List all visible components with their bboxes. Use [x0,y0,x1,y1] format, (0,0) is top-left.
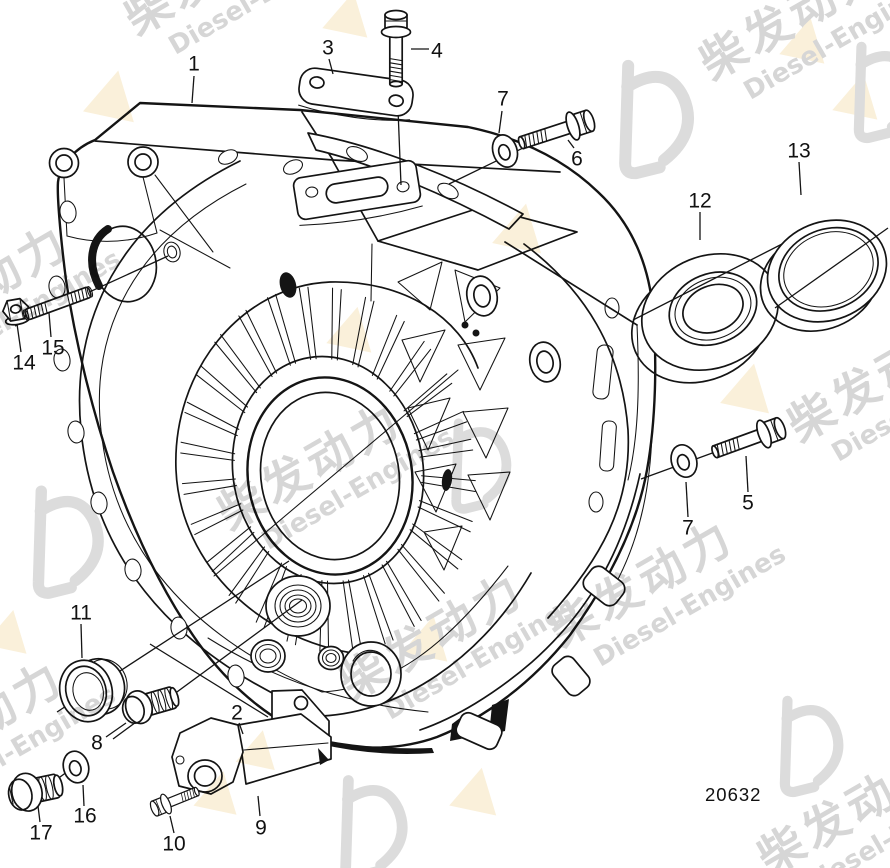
callout-9-label: 9 [255,817,267,840]
screw-plug-17 [7,772,64,812]
svg-text:柴发动力: 柴发动力 [778,304,890,453]
callout-17-label: 17 [29,822,52,845]
callout-16-label: 16 [73,805,96,828]
callout-2-label: 2 [231,702,243,725]
flange-bolt-4 [380,9,412,88]
washer-7-lower [670,443,698,479]
cover-plate [298,67,414,121]
callout-6-leader [567,139,575,149]
callout-4-label: 4 [431,40,443,63]
flange-bolt-10 [149,786,200,817]
svg-text:Diesel-Engines: Diesel-Engines [739,0,890,106]
svg-text:Diesel-Engines: Diesel-Engines [589,539,791,673]
flange-bolt-5 [711,416,787,459]
washer-7-upper [491,134,519,168]
stud-15 [22,286,94,321]
svg-text:Diesel-Engines: Diesel-Engines [797,767,890,868]
callout-14-label: 14 [12,352,36,375]
callout-3-leader [328,58,334,75]
callout-6-label: 6 [571,148,583,171]
callout-9-leader [257,795,261,817]
cup-plug-11 [58,657,128,723]
callout-15-label: 15 [41,337,64,360]
callout-7-leader [685,481,689,518]
callout-1-label: 1 [188,53,200,76]
callout-13-leader [798,161,802,196]
svg-text:柴发动力: 柴发动力 [0,650,74,799]
callout-1-leader [191,75,195,104]
watermark-triangle [322,0,368,38]
flange-bolt-6 [517,109,596,150]
callout-5-label: 5 [742,492,754,515]
bracket-9 [171,689,332,795]
svg-text:柴发动力: 柴发动力 [748,737,890,868]
watermark-triangle [832,73,878,120]
callout-7-label: 7 [682,517,694,540]
watermark-triangle [0,610,27,654]
watermark-logo-icon [340,775,408,868]
watermark-logo-icon [853,41,890,144]
callout-7-label: 7 [497,88,509,111]
watermark-triangle [449,767,497,816]
callout-14-leader [16,323,22,353]
ring-12-section-line [632,241,787,321]
callout-7-leader [498,110,503,134]
washer-16 [62,750,90,784]
callout-16-leader [82,784,85,807]
watermark-logo-icon [619,59,694,180]
rear-webbing [397,261,511,571]
ring-13-section-line [774,227,889,309]
callout-3-label: 3 [322,37,334,60]
svg-text:Diesel-Engines: Diesel-Engines [827,334,890,468]
callout-11-label: 11 [70,602,92,625]
watermark-logo-icon [779,695,844,798]
flange-nut-14 [2,297,31,326]
callout-5-leader [745,455,749,493]
callout-15-leader [48,312,52,338]
watermark-triangle [720,363,770,414]
callout-8-label: 8 [91,732,103,755]
callout-12-label: 12 [688,190,711,213]
housing [48,101,657,754]
svg-text:柴发动力: 柴发动力 [690,0,890,91]
screw-plug-8 [121,686,180,725]
drawing-number: 20632 [705,784,761,805]
callout-10-label: 10 [162,833,185,856]
port-flange [292,159,423,226]
watermark-triangle [779,17,825,64]
callout-13-label: 13 [787,140,810,163]
housing-silhouette [56,101,657,749]
callout-17-leader [37,805,41,823]
callout-10-leader [169,815,175,834]
callout-11-leader [80,623,83,659]
svg-text:柴发动力: 柴发动力 [115,0,319,46]
callout-8-leader [105,722,127,738]
bottom-ports [250,575,402,707]
